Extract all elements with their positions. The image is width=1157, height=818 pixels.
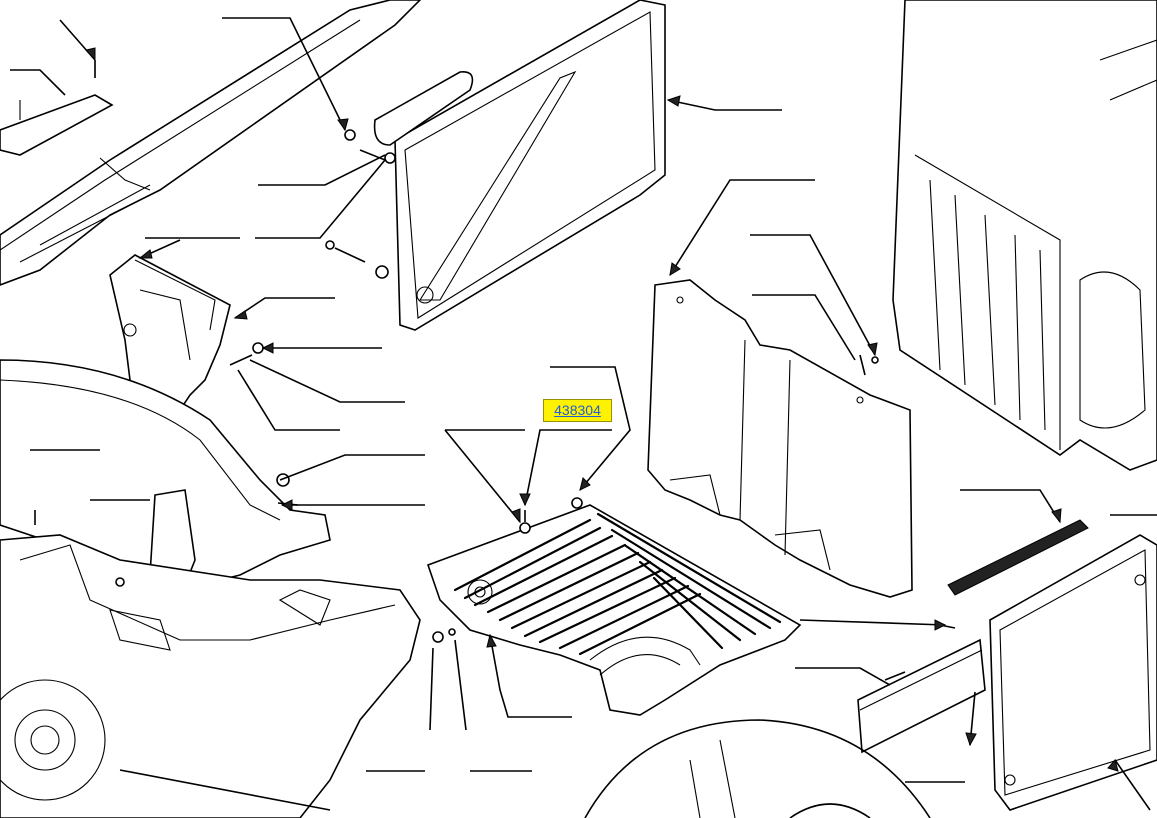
tank: [892, 0, 1157, 471]
wheel: [584, 719, 931, 818]
rear-door: [989, 534, 1157, 811]
part-number-callout-438304[interactable]: 438304: [543, 399, 612, 422]
frame-rail: [0, 0, 422, 286]
arrow-heads: [85, 47, 1119, 772]
rubber-strip: [947, 519, 1089, 596]
bracket: [857, 638, 986, 754]
side-panel: [373, 0, 666, 331]
left-body-shell: [0, 359, 331, 586]
seat-back-panels: [647, 279, 913, 598]
floor-mat: [426, 504, 802, 716]
hardware: [34, 60, 956, 681]
chassis: [0, 534, 421, 818]
